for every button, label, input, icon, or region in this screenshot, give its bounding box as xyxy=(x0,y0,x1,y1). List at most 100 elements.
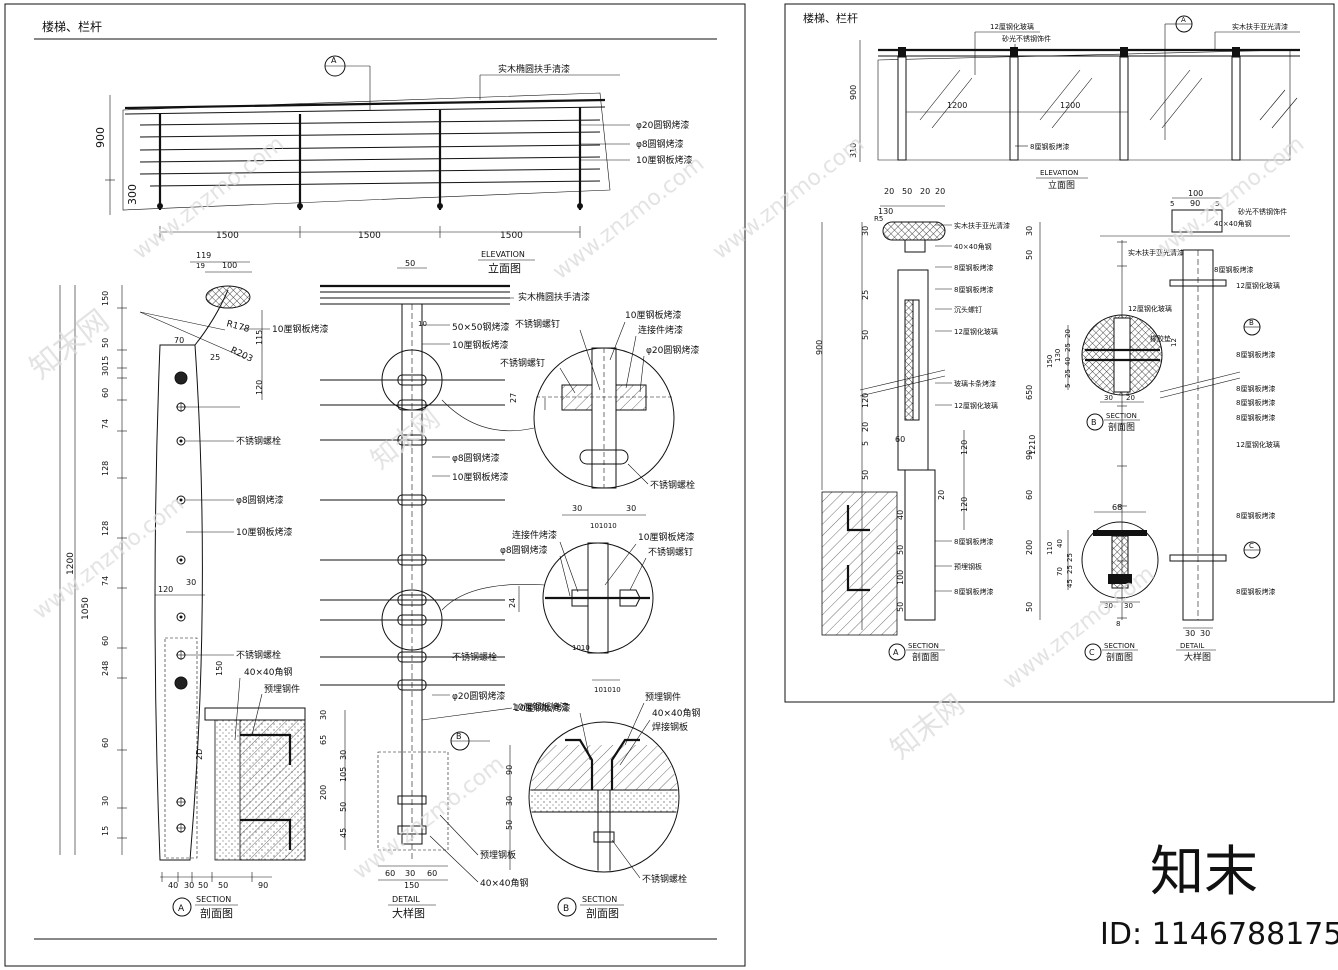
rzC-dim-1: 40 xyxy=(1056,539,1064,548)
watermark-site-5: www.znzmo.com xyxy=(708,131,869,264)
rail-clamp xyxy=(397,434,427,446)
svg-text:5: 5 xyxy=(1170,200,1174,208)
svg-text:1200: 1200 xyxy=(1060,101,1080,110)
watermark-site-3: www.znzmo.com xyxy=(548,151,709,284)
rail-clamp xyxy=(397,374,427,386)
svg-text:ELEVATION: ELEVATION xyxy=(1040,169,1078,177)
left-sheet: 楼梯、栏杆 900 300 1500 1500 xyxy=(4,3,746,967)
svg-text:10厘钢板烤漆: 10厘钢板烤漆 xyxy=(638,531,694,543)
detail-dim-6: 45 xyxy=(339,828,348,838)
svg-text:150: 150 xyxy=(215,661,224,676)
svg-text:70: 70 xyxy=(174,336,184,345)
svg-text:100: 100 xyxy=(1188,189,1203,198)
elev-bar-label: φ8圆钢烤漆 xyxy=(636,138,684,150)
svg-text:焊接钢板: 焊接钢板 xyxy=(652,721,688,733)
svg-text:φ8圆钢烤漆: φ8圆钢烤漆 xyxy=(452,452,500,464)
svg-text:实木扶手亚光清漆: 实木扶手亚光清漆 xyxy=(1232,22,1288,31)
svg-text:立面图: 立面图 xyxy=(1048,179,1075,191)
rsA-mid-dim-1: 50 xyxy=(896,545,905,555)
svg-text:B: B xyxy=(456,732,462,741)
svg-text:1010: 1010 xyxy=(572,644,590,652)
watermark-site-2: www.znzmo.com xyxy=(28,491,189,624)
elev-dim-1500a: 1500 xyxy=(216,231,239,241)
rd-dim-2: 650 xyxy=(1025,385,1034,400)
rd-label-handrail: 实木扶手亚光清漆 xyxy=(1128,248,1184,257)
svg-text:橡胶垫: 橡胶垫 xyxy=(1150,334,1171,343)
right-sheet: 楼梯、栏杆 900 310 1200 1200 12厘钢化玻璃 砂光不锈钢饰件 xyxy=(784,3,1335,703)
svg-text:SECTION: SECTION xyxy=(1104,642,1135,650)
rsA-dim-5: 5 xyxy=(861,441,870,446)
left-elevation: 900 300 1500 1500 1500 A 实木椭圆扶手清漆 φ20圆钢烤… xyxy=(94,55,692,275)
svg-text:A: A xyxy=(331,56,337,65)
svg-text:120: 120 xyxy=(255,380,264,395)
sectB-dim-2: 50 xyxy=(505,820,514,830)
rd-label-glass2: 12厘钢化玻璃 xyxy=(1128,304,1172,313)
rsA-mid-dim-0: 40 xyxy=(896,510,905,520)
sectA-bottom-dim-1: 30 xyxy=(184,881,194,890)
rsA-mid-dim-3: 50 xyxy=(896,602,905,612)
svg-text:130: 130 xyxy=(878,207,893,216)
svg-text:12: 12 xyxy=(1170,338,1178,347)
sectA-dim-1: 50 xyxy=(101,338,110,348)
svg-text:砂光不锈钢饰件: 砂光不锈钢饰件 xyxy=(1002,34,1051,43)
svg-text:30: 30 xyxy=(1104,394,1113,402)
rzC-dim-0: 110 xyxy=(1046,542,1054,555)
svg-text:20: 20 xyxy=(935,187,945,196)
rd-label-plate8d: 8厘钢板烤漆 xyxy=(1236,398,1275,407)
sectB-dim-0: 90 xyxy=(505,765,514,775)
svg-text:12厘钢化玻璃: 12厘钢化玻璃 xyxy=(990,22,1034,31)
svg-text:不锈钢螺钉: 不锈钢螺钉 xyxy=(648,546,693,558)
svg-text:DETAIL: DETAIL xyxy=(1180,642,1204,650)
svg-text:900: 900 xyxy=(849,85,858,100)
svg-text:40×40角钢: 40×40角钢 xyxy=(652,707,700,719)
svg-text:60: 60 xyxy=(895,435,905,444)
rzC-dim-3: 25 xyxy=(1066,553,1074,562)
elev-plate-label: 10厘钢板烤漆 xyxy=(636,154,692,166)
glass-reflection xyxy=(931,77,973,129)
sectA-callout xyxy=(172,897,192,917)
glass-reflection xyxy=(1161,77,1203,129)
rail-clamp xyxy=(397,554,427,566)
svg-text:30: 30 xyxy=(186,578,196,587)
svg-text:C: C xyxy=(1089,648,1095,657)
svg-text:90: 90 xyxy=(1190,199,1200,208)
sectA-dim-5: 74 xyxy=(101,419,110,429)
svg-text:20: 20 xyxy=(884,187,894,196)
svg-text:不锈钢螺钉: 不锈钢螺钉 xyxy=(515,318,560,330)
svg-text:1200: 1200 xyxy=(947,101,967,110)
rsA-callout xyxy=(888,643,906,661)
svg-text:40×40角钢: 40×40角钢 xyxy=(480,877,528,889)
rsA-label-glass2: 12厘钢化玻璃 xyxy=(954,401,998,410)
sectA-plate-label: 10厘钢板烤漆 xyxy=(272,323,328,335)
svg-text:10: 10 xyxy=(418,320,427,328)
svg-text:10厘钢板烤漆: 10厘钢板烤漆 xyxy=(452,339,508,351)
svg-text:120: 120 xyxy=(960,497,969,512)
svg-text:不锈钢螺栓: 不锈钢螺栓 xyxy=(236,435,281,447)
sectA-dim-3: 30 xyxy=(101,366,110,376)
rzB-dim-5: 130 xyxy=(1054,349,1062,362)
svg-text:DETAIL: DETAIL xyxy=(392,895,420,904)
elev-caption-en: ELEVATION xyxy=(481,250,525,259)
left-zoom-2: 24 连接件烤漆 φ8圆钢烤漆 10厘钢板烤漆 不锈钢螺钉 1010 10101… xyxy=(441,529,694,694)
watermark-site-6: www.znzmo.com xyxy=(998,561,1159,694)
svg-text:A: A xyxy=(893,648,899,657)
glass-reflection xyxy=(1039,69,1081,121)
sectA-dim-4: 60 xyxy=(101,388,110,398)
rzB-dim-0: 20 xyxy=(1064,329,1072,338)
rzB-dim-3: 25 xyxy=(1064,369,1072,378)
rd-label-glass3: 12厘钢化玻璃 xyxy=(1236,440,1280,449)
svg-text:R203: R203 xyxy=(229,346,254,365)
elev-caption-cn: 立面图 xyxy=(488,261,521,275)
sectA-dim-12: 30 xyxy=(101,796,110,806)
rail-clamp xyxy=(397,594,427,606)
svg-text:900: 900 xyxy=(815,340,824,355)
svg-text:大样图: 大样图 xyxy=(392,906,425,920)
svg-text:20: 20 xyxy=(1126,394,1135,402)
sectA-dim-6: 128 xyxy=(101,461,110,476)
rsA-mid-dim-2: 100 xyxy=(896,570,905,585)
rsA-label-embed: 预埋钢板 xyxy=(954,562,982,571)
svg-text:预埋钢件: 预埋钢件 xyxy=(645,691,681,703)
svg-text:φ20圆钢烤漆: φ20圆钢烤漆 xyxy=(646,344,699,356)
